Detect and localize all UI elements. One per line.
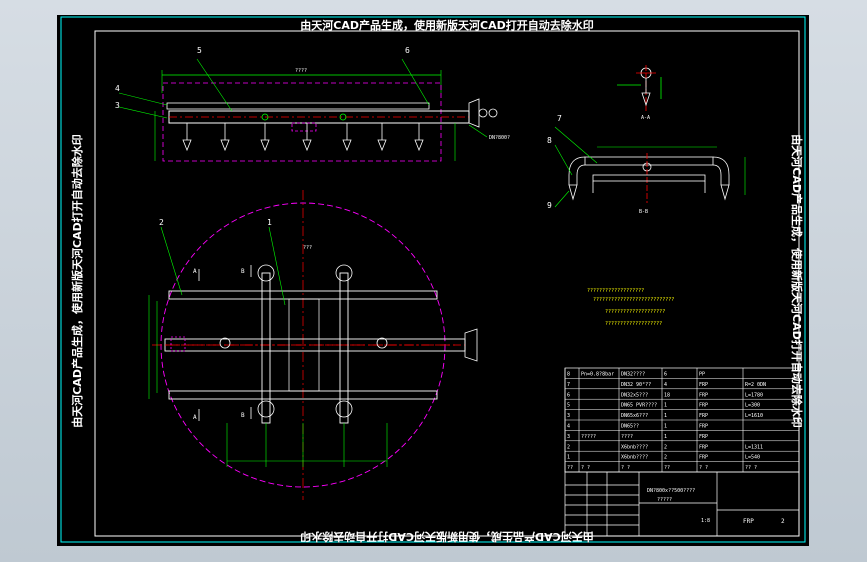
section-b-b: [568, 146, 746, 203]
marker-a-bottom: A: [193, 414, 197, 421]
bom-cell-qty: 2: [664, 444, 667, 450]
bom-cell-note: L=1610: [745, 413, 763, 419]
bom-cell-no: 5: [567, 403, 570, 409]
bom-cell-note: L=300: [745, 403, 760, 409]
bom-cell-mat: FRP: [699, 444, 708, 450]
bom-cell-no: 6: [567, 392, 570, 398]
bom-cell-mat: FRP: [699, 424, 708, 430]
watermark-left: 由天河CAD产品生成，使用新版天河CAD打开自动去除水印: [70, 134, 84, 427]
bom-cell-no: 4: [567, 424, 570, 430]
bom-cell-spec: ? ?: [621, 465, 630, 471]
callout-1: 1: [267, 218, 272, 227]
bom-cell-spec: DN32????: [621, 372, 645, 378]
bom-cell-qty: 6: [664, 372, 667, 378]
bom-cell-mat: FRP: [699, 413, 708, 419]
section-a-a: [617, 65, 662, 111]
dim-plan-length: ???: [303, 245, 312, 251]
note-line-3: ????????????????????: [605, 309, 665, 315]
title-name: ?????: [657, 497, 672, 503]
bom-cell-spec: DN32 90°??: [621, 382, 651, 388]
watermark-top: 由天河CAD产品生成，使用新版天河CAD打开自动去除水印: [300, 18, 593, 32]
bom-cell-note: ?? ?: [745, 465, 757, 471]
note-line-2: ???????????????????????????: [593, 297, 674, 303]
title-scale: 1:8: [701, 518, 710, 524]
bom-cell-spec: X6bnb????: [621, 455, 648, 461]
callout-7: 7: [557, 114, 562, 123]
inner-border: [94, 30, 800, 537]
marker-a-top: A: [193, 268, 197, 275]
bom-cell-mat: FRP: [699, 382, 708, 388]
marker-b-top: B: [241, 268, 245, 275]
bom-cell-spec: DN32x5???: [621, 392, 648, 398]
bom-cell-qty: 1: [664, 434, 667, 440]
label-a-a: A-A: [641, 115, 650, 121]
cad-drawing: 由天河CAD产品生成，使用新版天河CAD打开自动去除水印 由天河CAD产品生成，…: [60, 16, 806, 544]
callout-8: 8: [547, 136, 552, 145]
note-line-4: ???????????????????: [605, 321, 662, 327]
bom-cell-no: 8: [567, 372, 570, 378]
bom-cell-qty: 1: [664, 403, 667, 409]
bom-cell-note: R=2 0DN: [745, 382, 766, 388]
outer-border: [60, 16, 806, 543]
callout-4: 4: [115, 84, 120, 93]
bom-cell-mat: PP: [699, 372, 705, 378]
bom-cell-no: 2: [567, 444, 570, 450]
bom-cell-mat: FRP: [699, 455, 708, 461]
bom-cell-qty: 4: [664, 382, 667, 388]
bom-cell-mat: FRP: [699, 434, 708, 440]
bom-cell-qty: 18: [664, 392, 670, 398]
bom-cell-spec: DN65 PVR????: [621, 403, 657, 409]
callout-3: 3: [115, 101, 120, 110]
bom-cell-note: L=1311: [745, 444, 763, 450]
bom-cell-mat: FRP: [699, 392, 708, 398]
callout-5: 5: [197, 46, 202, 55]
elevation-view: ????: [118, 58, 510, 162]
bom-cell-name: ?????: [581, 434, 596, 440]
marker-b-bottom: B: [241, 412, 245, 419]
bom-cell-mat: ? ?: [699, 465, 708, 471]
bom-cell-name: ? ?: [581, 465, 590, 471]
bom-cell-qty: ??: [664, 465, 670, 471]
watermark-bottom: 由天河CAD产品生成，使用新版天河CAD打开自动去除水印: [300, 530, 593, 544]
technical-notes: ??????????????????? ????????????????????…: [587, 288, 674, 327]
bom-cell-no: 3: [567, 434, 570, 440]
bom-cell-note: L=1780: [745, 392, 763, 398]
callout-9: 9: [547, 201, 552, 210]
dim-flange: DN?800?: [489, 135, 510, 141]
callout-6: 6: [405, 46, 410, 55]
callout-2: 2: [159, 218, 164, 227]
label-b-b: B-B: [639, 209, 648, 215]
title-material: FRP: [743, 518, 754, 525]
bom-cell-spec: DN65??: [621, 424, 639, 430]
drawing-canvas[interactable]: 由天河CAD产品生成，使用新版天河CAD打开自动去除水印 由天河CAD产品生成，…: [57, 15, 809, 546]
bom-cell-qty: 1: [664, 424, 667, 430]
bom-cell-qty: 1: [664, 413, 667, 419]
bom-cell-no: ??: [567, 465, 573, 471]
dim-top-length: ????: [295, 68, 307, 74]
bom-cell-note: L=540: [745, 455, 760, 461]
bom-cell-spec: ????: [621, 434, 633, 440]
bom-cell-no: 1: [567, 455, 570, 461]
bom-cell-no: 3: [567, 413, 570, 419]
watermark-right: 由天河CAD产品生成，使用新版天河CAD打开自动去除水印: [790, 134, 804, 427]
plan-view: ???: [148, 190, 478, 500]
note-line-1: ???????????????????: [587, 288, 644, 294]
bom-cell-mat: FRP: [699, 403, 708, 409]
bom-cell-spec: X6bnb????: [621, 444, 648, 450]
bom-cell-name: Pn=0.8?8bar: [581, 372, 614, 378]
bom-cell-no: 7: [567, 382, 570, 388]
title-sheet: 2: [781, 518, 785, 525]
title-block: [564, 471, 800, 537]
bom-cell-spec: DN65x6???: [621, 413, 648, 419]
title-drawing-no: DN?800x??500????: [647, 488, 695, 494]
bom-cell-qty: 2: [664, 455, 667, 461]
